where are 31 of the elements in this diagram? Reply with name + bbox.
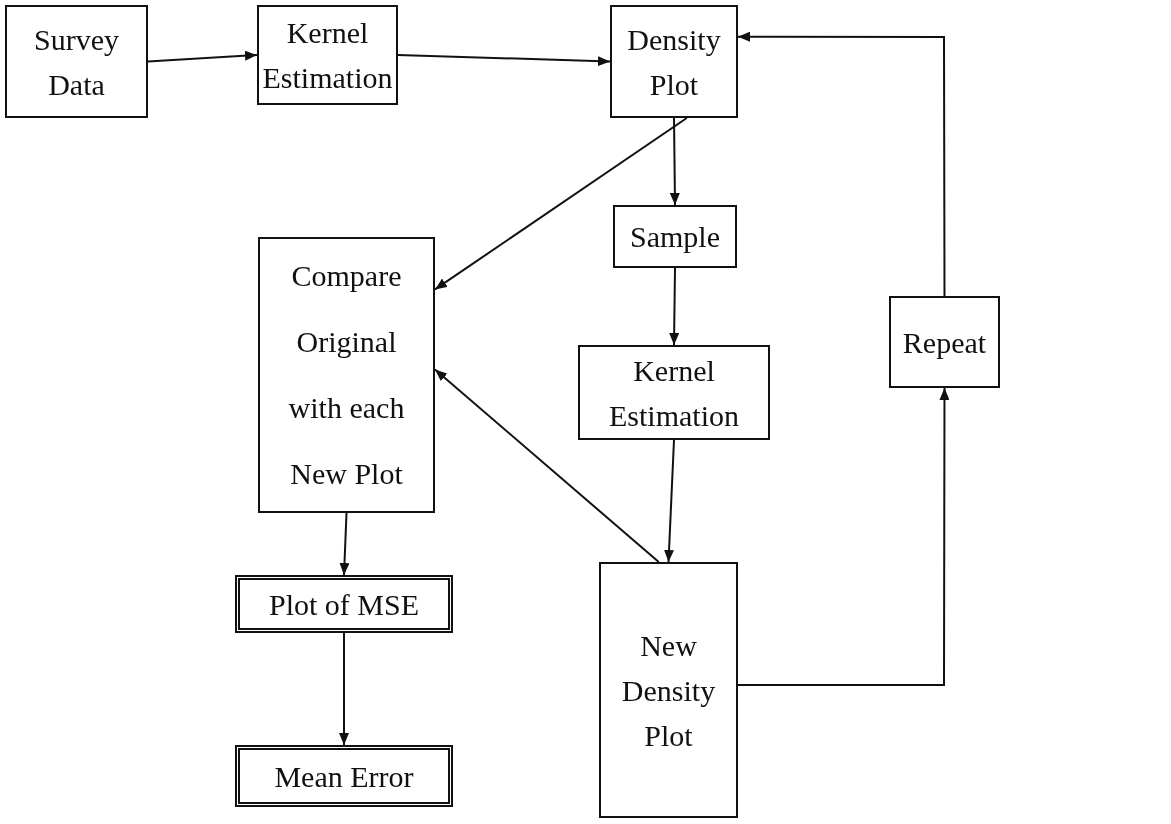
arrow <box>434 117 688 291</box>
box-label: Plot of MSE <box>269 586 419 623</box>
process-box <box>257 5 398 105</box>
arrow <box>397 54 611 67</box>
process-box <box>599 562 738 818</box>
arrow <box>664 439 675 563</box>
box-label: Density Plot <box>626 21 722 103</box>
box-label: Repeat <box>902 324 987 361</box>
box-label: Sample <box>630 219 720 255</box>
arrow <box>737 387 950 686</box>
arrow <box>147 50 258 63</box>
arrow <box>434 368 660 563</box>
process-box <box>610 5 738 118</box>
box-label: New Density Plot <box>620 627 717 754</box>
process-box <box>258 237 435 513</box>
box-label: Compare Original with each New Plot <box>287 258 406 492</box>
arrow <box>339 512 350 576</box>
box-label: Survey Data <box>33 21 120 103</box>
process-box <box>889 296 1000 388</box>
process-box <box>613 205 737 268</box>
arrow <box>737 31 946 297</box>
process-box <box>578 345 770 440</box>
arrow <box>669 117 680 206</box>
arrow <box>339 632 349 746</box>
box-label: Mean Error <box>274 758 414 795</box>
output-box <box>235 575 453 633</box>
arrow <box>669 267 680 346</box>
box-label: Kernel Estimation <box>608 352 740 434</box>
output-box <box>235 745 453 807</box>
box-label: Kernel Estimation <box>262 15 393 96</box>
process-box <box>5 5 148 118</box>
